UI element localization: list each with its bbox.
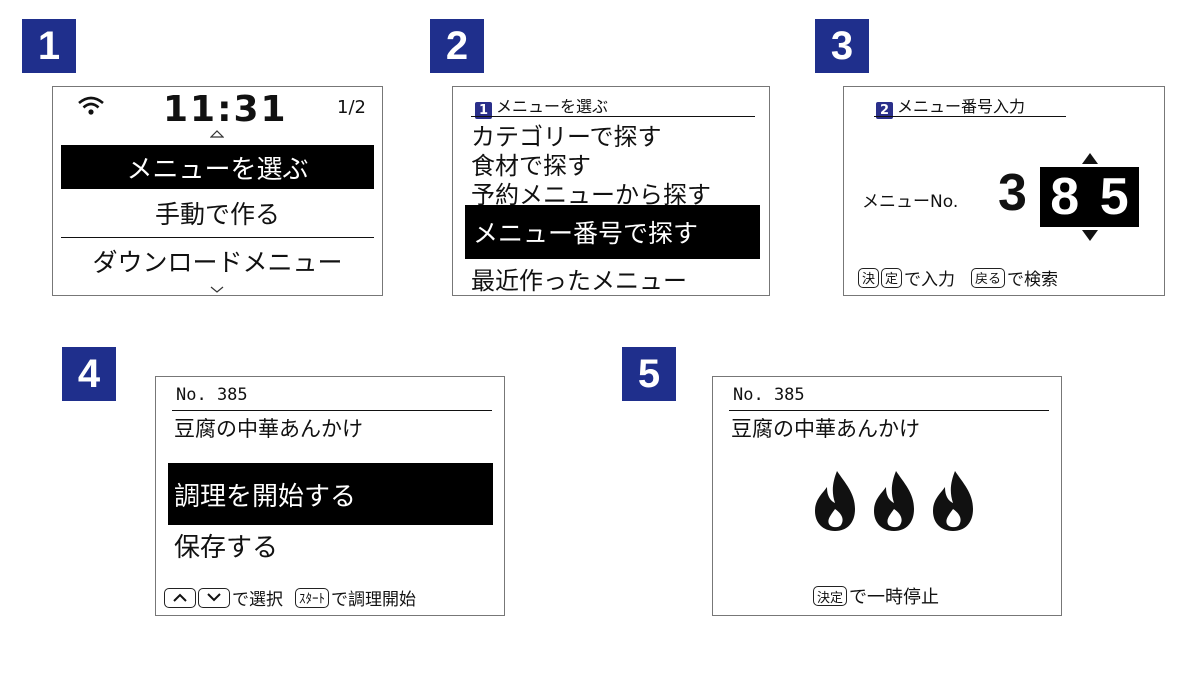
menu-item-select-menu[interactable]: メニューを選ぶ <box>61 145 374 189</box>
menu-item-label: ダウンロードメニュー <box>92 248 343 277</box>
header-number-icon: 2 <box>876 102 893 119</box>
header-label: メニューを選ぶ <box>496 97 609 116</box>
menu-item-recent[interactable]: 最近作ったメニュー <box>471 267 687 295</box>
pause-text: で一時停止 <box>849 587 940 608</box>
up-key[interactable] <box>164 587 196 608</box>
divider <box>874 116 1066 117</box>
screen-recipe: No. 385 豆腐の中華あんかけ 調理を開始する 保存する で選択 ｽﾀｰﾄ … <box>155 376 505 616</box>
down-key[interactable] <box>198 587 230 608</box>
menu-item-ingredient[interactable]: 食材で探す <box>471 152 591 180</box>
start-cooking-item[interactable]: 調理を開始する <box>168 463 493 525</box>
clock-time: 11:31 <box>163 89 288 130</box>
flame-icon <box>874 471 914 531</box>
menu-item-by-number[interactable]: メニュー番号で探す <box>465 205 760 259</box>
decide-key-2[interactable]: 定 <box>881 267 903 288</box>
screen-cooking: No. 385 豆腐の中華あんかけ 決定 で一時停止 <box>712 376 1062 616</box>
page-indicator: 1/2 <box>337 97 366 118</box>
divider <box>172 410 492 411</box>
select-text: で選択 <box>232 590 283 610</box>
header-number-icon: 1 <box>475 102 492 119</box>
menu-item-label: 調理を開始する <box>174 481 357 512</box>
flame-icon <box>815 471 855 531</box>
key-hints: 決定 で入力 戻る で検索 <box>858 265 1058 290</box>
search-text: で検索 <box>1007 270 1059 290</box>
chevron-up-icon <box>173 593 187 602</box>
menu-item-reserved[interactable]: 予約メニューから探す <box>471 181 711 209</box>
screen-home: 11:31 1/2 メニューを選ぶ 手動で作る ダウンロードメニュー <box>52 86 383 296</box>
recipe-title: 豆腐の中華あんかけ <box>731 417 920 441</box>
divider <box>61 237 374 238</box>
step-badge-3: 3 <box>815 19 869 73</box>
chevron-down-icon <box>207 593 221 602</box>
recipe-number: No. 385 <box>733 385 805 405</box>
wifi-icon <box>78 96 104 115</box>
enter-text: で入力 <box>904 270 956 290</box>
back-key[interactable]: 戻る <box>971 267 1006 288</box>
step-badge-4: 4 <box>62 347 116 401</box>
digit-2-selected[interactable]: 8 5 <box>1040 167 1139 227</box>
menu-item-download[interactable]: ダウンロードメニュー <box>61 239 374 283</box>
menu-item-manual[interactable]: 手動で作る <box>61 191 374 235</box>
key-hints: 決定 で一時停止 <box>813 583 939 609</box>
decide-key[interactable]: 決定 <box>813 586 848 606</box>
digit-3: 5 <box>1099 168 1129 226</box>
step-badge-2: 2 <box>430 19 484 73</box>
chevron-up-icon[interactable] <box>210 129 224 138</box>
chevron-up-icon[interactable] <box>1082 153 1098 164</box>
menu-item-label: メニューを選ぶ <box>126 154 309 185</box>
recipe-title: 豆腐の中華あんかけ <box>174 417 363 441</box>
chevron-down-icon[interactable] <box>1082 230 1098 241</box>
menu-number-label: メニューNo. <box>862 192 959 212</box>
decide-key-1[interactable]: 決 <box>858 267 880 288</box>
divider <box>471 116 755 117</box>
digit-1: 3 <box>998 164 1027 222</box>
step-badge-1: 1 <box>22 19 76 73</box>
step-badge-5: 5 <box>622 347 676 401</box>
start-text: で調理開始 <box>331 590 416 610</box>
menu-item-label: 手動で作る <box>154 200 280 229</box>
key-hints: で選択 ｽﾀｰﾄ で調理開始 <box>164 585 416 610</box>
divider <box>729 410 1049 411</box>
digit-2: 8 <box>1050 168 1080 226</box>
save-item[interactable]: 保存する <box>174 533 279 563</box>
menu-item-label: メニュー番号で探す <box>473 219 699 248</box>
recipe-number: No. 385 <box>176 385 248 405</box>
start-key[interactable]: ｽﾀｰﾄ <box>295 587 329 608</box>
chevron-down-icon[interactable] <box>210 286 224 294</box>
menu-item-category[interactable]: カテゴリーで探す <box>471 123 662 151</box>
header-label: メニュー番号入力 <box>897 97 1026 116</box>
flame-icon <box>933 471 973 531</box>
